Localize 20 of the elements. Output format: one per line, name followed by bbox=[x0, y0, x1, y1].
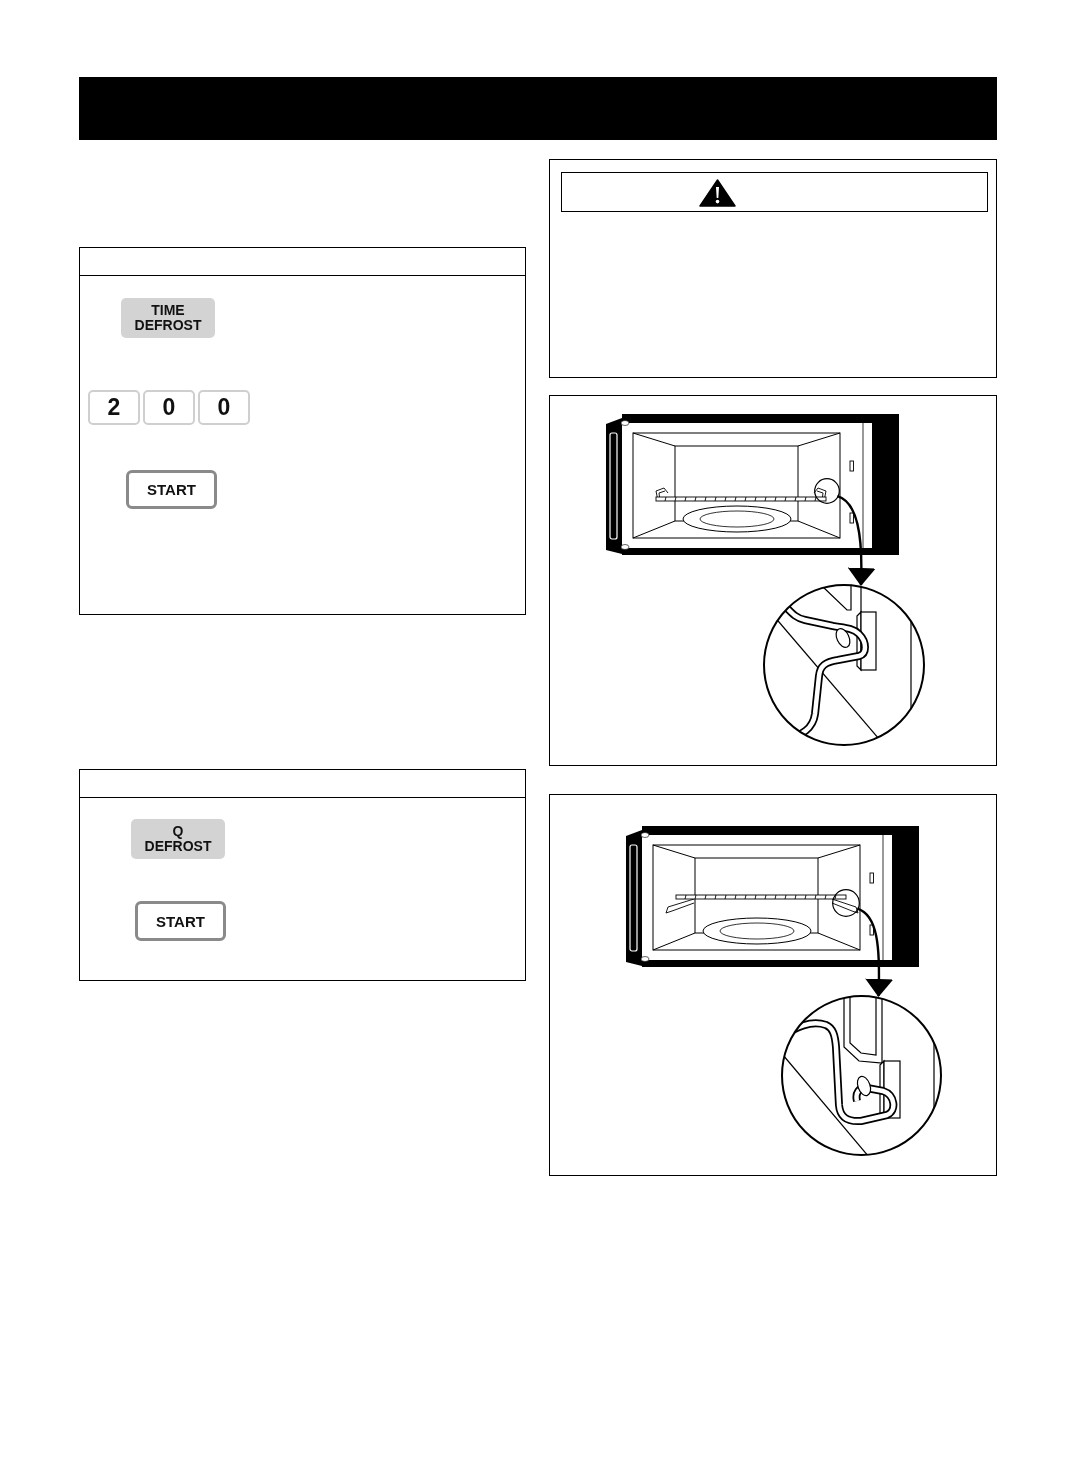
keypad-key: START bbox=[126, 470, 217, 509]
curved-arrow bbox=[836, 495, 876, 586]
highlight-circle bbox=[832, 889, 860, 917]
instruction-panel bbox=[79, 247, 526, 615]
keypad-key: 0 bbox=[198, 390, 250, 425]
keypad-key: Q DEFROST bbox=[131, 819, 225, 859]
warning-panel bbox=[549, 159, 997, 378]
keypad-key: 2 bbox=[88, 390, 140, 425]
rack-hook-closeup-drawing bbox=[781, 995, 942, 1156]
illustration-panel bbox=[549, 794, 997, 1176]
title-bar bbox=[79, 77, 997, 140]
rack-hook-closeup-drawing bbox=[763, 584, 925, 746]
highlight-circle bbox=[814, 478, 840, 504]
keypad-key: START bbox=[135, 901, 226, 941]
keypad-key: 0 bbox=[143, 390, 195, 425]
curved-arrow bbox=[856, 907, 894, 997]
instruction-panel bbox=[79, 769, 526, 981]
keypad-key: TIME DEFROST bbox=[121, 298, 215, 338]
illustration-panel bbox=[549, 395, 997, 766]
warning-header bbox=[561, 172, 988, 212]
